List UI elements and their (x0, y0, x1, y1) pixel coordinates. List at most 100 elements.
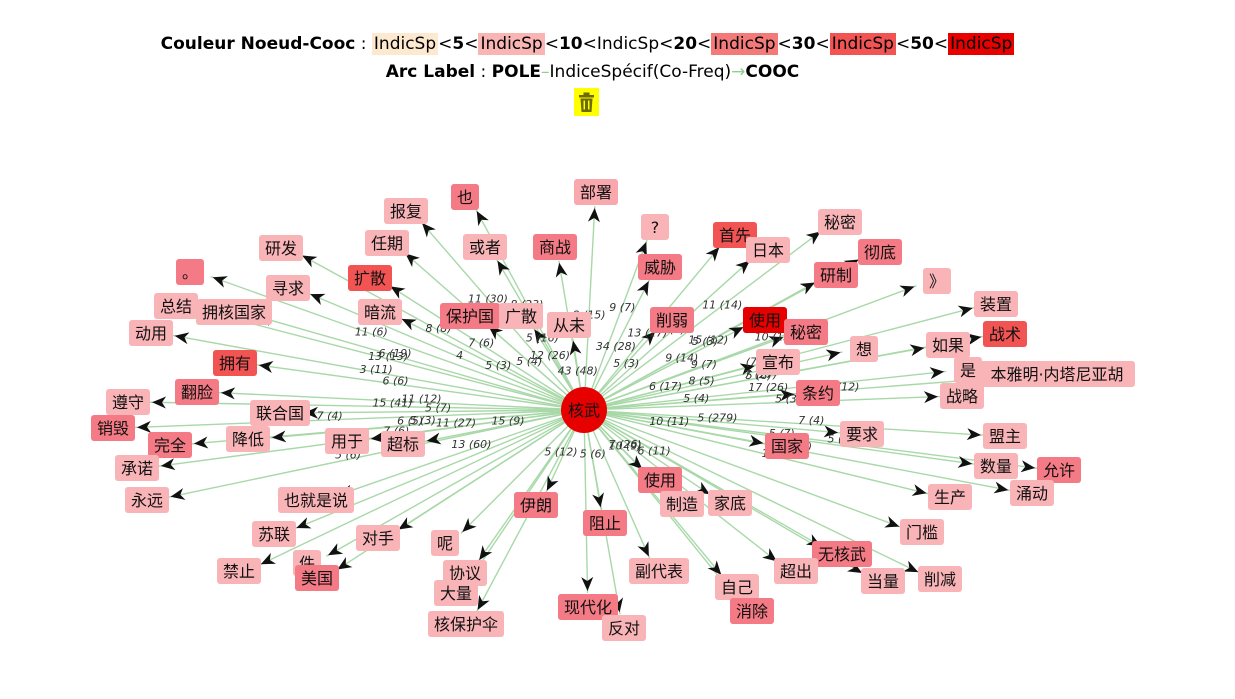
graph-node[interactable]: 数量 (974, 453, 1018, 479)
graph-node[interactable]: 降低 (226, 426, 270, 452)
graph-node[interactable]: 动用 (129, 320, 173, 346)
graph-node[interactable]: 消除 (730, 598, 774, 624)
graph-node[interactable]: 装置 (974, 291, 1018, 317)
node-box (574, 179, 618, 205)
graph-node[interactable]: 苏联 (252, 521, 296, 547)
graph-node[interactable]: 战略 (940, 383, 984, 409)
arrow-head (762, 548, 777, 562)
graph-node[interactable]: 要求 (840, 421, 884, 447)
graph-node[interactable]: 日本 (746, 237, 790, 263)
graph-node[interactable]: 扩散 (348, 265, 392, 291)
graph-node[interactable]: 使用 (638, 467, 682, 493)
center-node[interactable]: 核武 (561, 387, 607, 433)
graph-node[interactable]: 广散 (499, 303, 543, 329)
graph-node[interactable]: 》 (923, 268, 951, 294)
graph-node[interactable]: 总结 (154, 293, 198, 319)
graph-node[interactable]: 涌动 (1010, 480, 1054, 506)
scale-text: 30 (791, 34, 816, 54)
graph-node[interactable]: 协议 (443, 560, 487, 586)
node-label: 联合国 (256, 404, 304, 423)
graph-node[interactable]: ? (641, 214, 669, 240)
graph-node[interactable]: 超标 (381, 431, 425, 457)
node-label: 总结 (160, 297, 192, 316)
graph-node[interactable]: 秘密 (818, 209, 862, 235)
arrow-head (705, 247, 720, 262)
graph-node[interactable]: 研发 (259, 235, 303, 261)
node-box (558, 594, 618, 620)
graph-node[interactable]: 永远 (125, 487, 169, 513)
graph-node[interactable]: 国家 (765, 433, 809, 459)
graph-node[interactable]: 暗流 (358, 299, 402, 325)
graph-node[interactable]: 承诺 (115, 455, 159, 481)
graph-node[interactable]: 研制 (814, 262, 858, 288)
trash-button[interactable] (574, 88, 599, 116)
graph-node[interactable]: 超出 (774, 558, 818, 584)
graph-node[interactable]: 彻底 (858, 239, 902, 265)
arrow-head (739, 363, 755, 376)
graph-node[interactable]: 无核武 (812, 541, 872, 567)
graph-node[interactable]: 美国 (295, 565, 339, 591)
graph-node[interactable]: 遵守 (106, 389, 150, 415)
node-box (583, 510, 627, 536)
graph-node[interactable]: 呢 (431, 530, 459, 556)
graph-node[interactable]: 宣布 (756, 349, 800, 375)
graph-node[interactable]: 削弱 (650, 307, 694, 333)
graph-node[interactable]: 条约 (796, 380, 840, 406)
graph-node[interactable]: 制造 (660, 491, 704, 517)
node-label: 完全 (154, 436, 186, 455)
graph-node[interactable]: 用于 (325, 428, 369, 454)
graph-node[interactable]: 当量 (861, 568, 905, 594)
graph-node[interactable]: 对手 (356, 525, 400, 551)
node-box (266, 275, 310, 301)
graph-edge (172, 334, 585, 411)
edge-label: 11 (6) (355, 325, 388, 338)
graph-node[interactable]: 想 (850, 336, 878, 362)
node-box (918, 566, 962, 592)
graph-node[interactable]: 盟主 (983, 423, 1027, 449)
edge-label: 3 (11) (360, 363, 393, 376)
graph-node[interactable]: 自己 (715, 574, 759, 600)
graph-node[interactable]: 翻脸 (175, 379, 219, 405)
graph-node[interactable]: 任期 (365, 230, 409, 256)
node-box (818, 209, 862, 235)
node-label: 如果 (932, 336, 964, 355)
graph-node[interactable]: 使用 (743, 307, 787, 333)
graph-node[interactable]: 寻求 (266, 275, 310, 301)
scale-text: < (777, 34, 792, 54)
graph-node[interactable]: 阻止 (583, 510, 627, 536)
graph-node[interactable]: 伊朗 (514, 492, 558, 518)
graph-node[interactable]: 如果 (926, 332, 970, 358)
graph-node[interactable]: 副代表 (629, 558, 689, 584)
graph-node[interactable]: 部署 (574, 179, 618, 205)
graph-node[interactable]: 核保护伞 (428, 611, 504, 637)
graph-node[interactable]: 拥核国家 (196, 299, 272, 325)
graph-node[interactable]: 反对 (602, 615, 646, 641)
graph-node[interactable]: 保护国 (440, 303, 500, 329)
graph-node[interactable]: 生产 (928, 484, 972, 510)
graph-node[interactable]: 大量 (434, 580, 478, 606)
graph-node[interactable]: 战术 (983, 321, 1027, 347)
graph-node[interactable]: 拥有 (213, 350, 257, 376)
graph-node[interactable]: 也就是说 (278, 487, 354, 513)
graph-node[interactable]: 允许 (1037, 457, 1081, 483)
graph-node[interactable]: 是 (954, 357, 982, 383)
graph-node[interactable]: 门槛 (900, 519, 944, 545)
graph-node[interactable]: 商战 (533, 234, 577, 260)
graph-node[interactable]: 报复 (384, 198, 428, 224)
graph-node[interactable]: 威胁 (638, 254, 682, 280)
graph-node[interactable]: 也 (451, 184, 479, 210)
graph-node[interactable]: 。 (176, 259, 204, 285)
graph-node[interactable]: 现代化 (558, 594, 618, 620)
edge-label: 7 (6) (468, 337, 494, 350)
graph-node[interactable]: 本雅明·内塔尼亚胡 (979, 361, 1135, 387)
graph-node[interactable]: 削减 (918, 566, 962, 592)
graph-node[interactable]: 联合国 (250, 400, 310, 426)
graph-node[interactable]: 销毁 (91, 415, 135, 441)
graph-node[interactable]: 或者 (463, 234, 507, 260)
arrow-head (587, 207, 600, 223)
graph-node[interactable]: 禁止 (217, 558, 261, 584)
graph-node[interactable]: 从未 (547, 312, 591, 338)
graph-node[interactable]: 完全 (148, 432, 192, 458)
graph-node[interactable]: 家底 (708, 490, 752, 516)
graph-node[interactable]: 秘密 (784, 319, 828, 345)
